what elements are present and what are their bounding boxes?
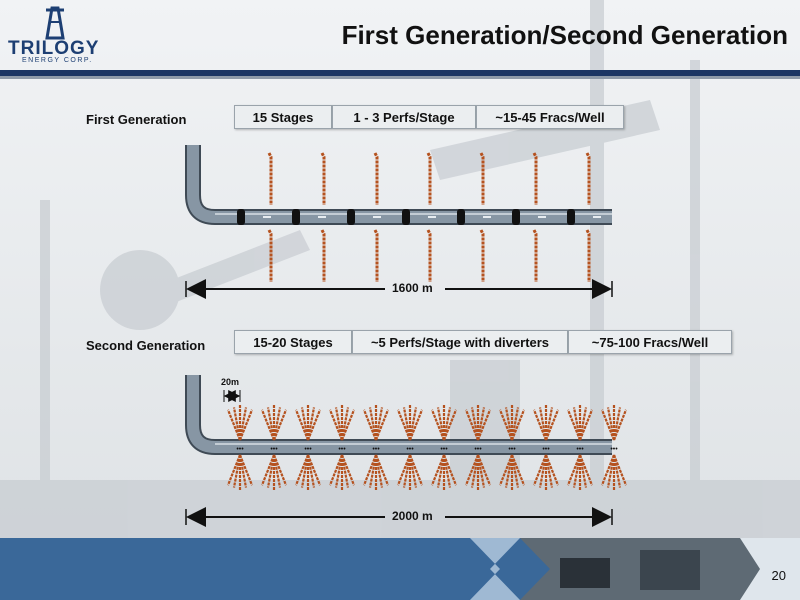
fracture: [585, 152, 591, 282]
fracture: [479, 152, 485, 282]
first-generation-label: First Generation: [86, 112, 187, 127]
first-gen-fracs-box: ~15-45 Fracs/Well: [476, 105, 624, 129]
frac-cluster: •••: [498, 405, 526, 490]
frac-cluster: •••: [226, 405, 254, 490]
svg-text:•••: •••: [508, 446, 516, 453]
svg-text:•••: •••: [338, 446, 346, 453]
svg-text:•••: •••: [474, 446, 482, 453]
packer: [457, 209, 465, 225]
packer: [512, 209, 520, 225]
frac-cluster: •••: [328, 405, 356, 490]
frac-cluster: •••: [566, 405, 594, 490]
fracture: [532, 152, 538, 282]
second-gen-stages-box: 15-20 Stages: [234, 330, 352, 354]
logo-subtitle: ENERGY CORP.: [22, 57, 93, 64]
company-logo: TRILOGY ENERGY CORP.: [0, 0, 110, 74]
footer-band: [0, 538, 800, 600]
svg-text:•••: •••: [440, 446, 448, 453]
frac-cluster: •••: [430, 405, 458, 490]
fracture: [426, 152, 432, 282]
second-gen-frac-clusters: ••• ••• ••• ••• ••• ••• ••• ••• ••• ••• ••• •••: [226, 405, 628, 490]
svg-text:•••: •••: [236, 446, 244, 453]
svg-text:•••: •••: [610, 446, 618, 453]
svg-text:•••: •••: [372, 446, 380, 453]
svg-text:•••: •••: [270, 446, 278, 453]
second-gen-wellbore: [185, 375, 612, 455]
packer: [402, 209, 410, 225]
first-gen-fractures: [267, 152, 591, 282]
spacing-label: 20m: [221, 377, 240, 387]
svg-text:•••: •••: [576, 446, 584, 453]
frac-cluster: •••: [600, 405, 628, 490]
slide-title: First Generation/Second Generation: [341, 20, 788, 50]
first-gen-wellbore: [185, 145, 612, 225]
second-gen-length-label: 2000 m: [392, 509, 433, 523]
frac-cluster: •••: [362, 405, 390, 490]
packer: [347, 209, 355, 225]
packer: [567, 209, 575, 225]
fracture: [320, 152, 326, 282]
first-gen-packers: [237, 209, 601, 225]
frac-cluster: •••: [260, 405, 288, 490]
page-number: 20: [771, 568, 786, 583]
second-gen-fracs-box: ~75-100 Fracs/Well: [568, 330, 732, 354]
frac-cluster: •••: [294, 405, 322, 490]
packer: [237, 209, 245, 225]
first-gen-perfs-box: 1 - 3 Perfs/Stage: [332, 105, 476, 129]
header-rule: [0, 70, 800, 76]
header-rule-secondary: [0, 76, 800, 79]
logo-wordmark: TRILOGY: [8, 38, 100, 59]
svg-text:•••: •••: [406, 446, 414, 453]
frac-cluster: •••: [464, 405, 492, 490]
second-generation-label: Second Generation: [86, 338, 206, 353]
fracture: [267, 152, 273, 282]
svg-text:•••: •••: [304, 446, 312, 453]
frac-cluster: •••: [396, 405, 424, 490]
svg-text:•••: •••: [542, 446, 550, 453]
second-gen-perfs-box: ~5 Perfs/Stage with diverters: [352, 330, 568, 354]
fracture: [373, 152, 379, 282]
frac-cluster: •••: [532, 405, 560, 490]
derrick-logo-icon: [45, 6, 65, 40]
first-gen-stages-box: 15 Stages: [234, 105, 332, 129]
first-gen-length-label: 1600 m: [392, 281, 433, 295]
packer: [292, 209, 300, 225]
